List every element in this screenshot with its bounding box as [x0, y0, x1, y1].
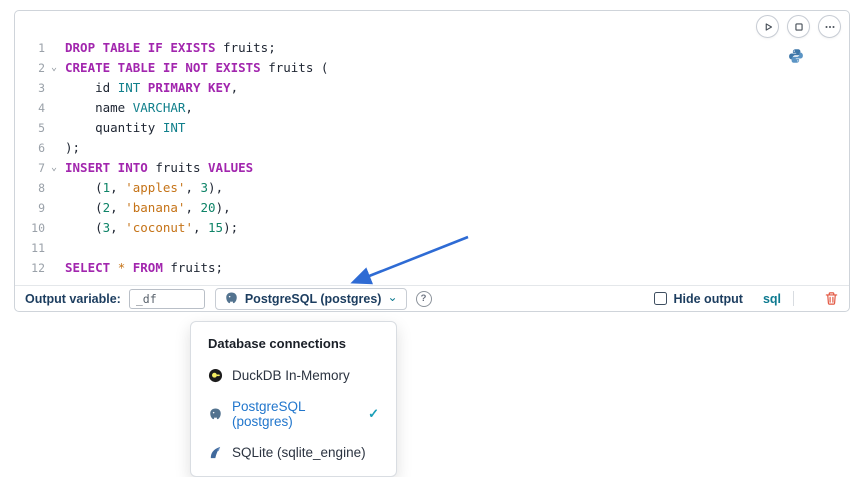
code-editor[interactable]: 1 DROP TABLE IF EXISTS fruits; 2 ⌄ CREATE TA…: [15, 38, 849, 278]
code-text: CREATE TABLE IF NOT EXISTS fruits (: [65, 60, 329, 75]
fold-chevron-icon[interactable]: ⌄: [50, 162, 58, 173]
language-badge[interactable]: sql: [762, 291, 781, 306]
help-icon[interactable]: ?: [415, 290, 432, 307]
stop-cell-button[interactable]: [787, 15, 810, 38]
line-number: 9: [38, 201, 45, 215]
run-cell-button[interactable]: [756, 15, 779, 38]
line-number: 1: [38, 41, 45, 55]
line-number: 2: [38, 61, 45, 75]
line-number: 8: [38, 181, 45, 195]
menu-title: Database connections: [208, 336, 346, 351]
code-line[interactable]: 7 ⌄ INSERT INTO fruits VALUES: [15, 158, 849, 178]
code-text: id INT PRIMARY KEY,: [65, 80, 239, 95]
connection-dropdown[interactable]: PostgreSQL (postgres) ⌄: [214, 287, 407, 310]
code-line[interactable]: 10 (3, 'coconut', 15);: [15, 218, 849, 238]
hide-output-label: Hide output: [673, 291, 743, 306]
line-number: 12: [31, 261, 45, 275]
code-line[interactable]: 8 (1, 'apples', 3),: [15, 178, 849, 198]
menu-item-postgresql[interactable]: PostgreSQL (postgres) ✓: [191, 391, 396, 437]
delete-cell-button[interactable]: [824, 291, 839, 306]
code-line[interactable]: 6);: [15, 138, 849, 158]
code-text: quantity INT: [65, 120, 186, 135]
code-text: );: [65, 140, 81, 155]
code-line[interactable]: 3 id INT PRIMARY KEY,: [15, 78, 849, 98]
line-number: 7: [38, 161, 45, 175]
code-text: name VARCHAR,: [65, 100, 193, 115]
code-lines: 1 DROP TABLE IF EXISTS fruits; 2 ⌄ CREATE TA…: [15, 38, 849, 278]
line-number: 6: [38, 141, 45, 155]
line-number: 4: [38, 101, 45, 115]
connection-label: PostgreSQL (postgres): [244, 291, 382, 306]
postgresql-icon: [208, 407, 223, 422]
trash-icon: [825, 292, 838, 305]
stop-icon: [794, 22, 803, 31]
python-icon: [788, 48, 804, 64]
menu-item-sqlite[interactable]: SQLite (sqlite_engine): [191, 437, 396, 468]
fold-chevron-icon[interactable]: ⌄: [50, 62, 58, 73]
code-line[interactable]: 12 SELECT * FROM fruits;: [15, 258, 849, 278]
code-line[interactable]: 1 DROP TABLE IF EXISTS fruits;: [15, 38, 849, 58]
code-text: SELECT * FROM fruits;: [65, 260, 224, 275]
sqlite-icon: [208, 445, 223, 460]
code-line[interactable]: 4 name VARCHAR,: [15, 98, 849, 118]
postgresql-icon: [224, 291, 239, 306]
chevron-down-icon: ⌄: [387, 290, 398, 304]
menu-item-label: SQLite (sqlite_engine): [232, 445, 366, 460]
code-text: (2, 'banana', 20),: [65, 200, 231, 215]
line-number: 11: [31, 241, 45, 255]
cell-action-buttons: [756, 15, 841, 38]
ellipsis-icon: [824, 25, 835, 28]
hide-output-checkbox[interactable]: [653, 292, 667, 305]
code-text: INSERT INTO fruits VALUES: [65, 160, 254, 175]
play-icon: [765, 22, 772, 31]
code-line[interactable]: 9 (2, 'banana', 20),: [15, 198, 849, 218]
code-line[interactable]: 5 quantity INT: [15, 118, 849, 138]
footer-right-controls: Hide output sql: [653, 291, 840, 306]
cell-footer: Output variable: PostgreSQL (postgres) ⌄…: [15, 285, 849, 311]
output-variable-label: Output variable:: [25, 291, 121, 306]
duckdb-icon: [208, 368, 223, 383]
line-number: 3: [38, 81, 45, 95]
checkmark-icon: ✓: [368, 406, 379, 421]
menu-item-label: PostgreSQL (postgres): [232, 399, 306, 429]
code-line[interactable]: 2 ⌄ CREATE TABLE IF NOT EXISTS fruits (: [15, 58, 849, 78]
menu-item-duckdb[interactable]: DuckDB In-Memory: [191, 360, 396, 391]
code-text: (1, 'apples', 3),: [65, 180, 224, 195]
menu-item-label: DuckDB In-Memory: [232, 368, 350, 383]
code-line[interactable]: 11: [15, 238, 849, 258]
more-options-button[interactable]: [818, 15, 841, 38]
code-text: DROP TABLE IF EXISTS fruits;: [65, 40, 276, 55]
sql-cell: 1 DROP TABLE IF EXISTS fruits; 2 ⌄ CREATE TA…: [14, 10, 850, 312]
footer-divider: [793, 291, 794, 306]
line-number: 10: [31, 221, 45, 235]
code-text: (3, 'coconut', 15);: [65, 220, 239, 235]
line-number: 5: [38, 121, 45, 135]
output-variable-input[interactable]: [128, 288, 205, 309]
